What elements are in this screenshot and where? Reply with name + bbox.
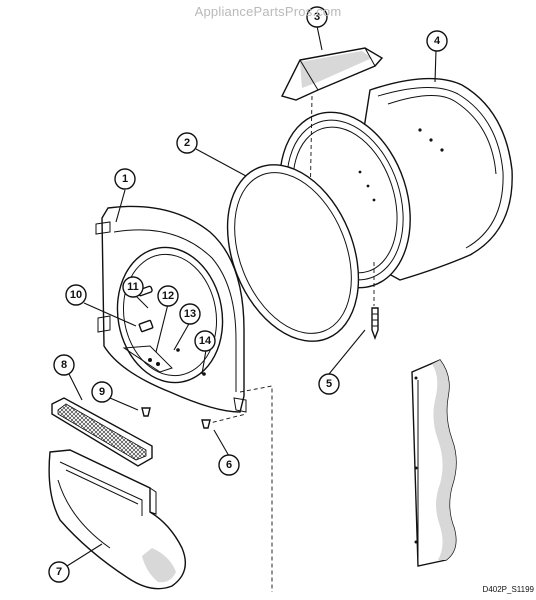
svg-text:6: 6 — [226, 459, 232, 471]
side-panel-part — [411, 359, 457, 567]
svg-text:2: 2 — [184, 137, 190, 149]
svg-text:13: 13 — [184, 308, 196, 320]
front-bulkhead-part — [95, 205, 247, 413]
svg-text:7: 7 — [56, 566, 62, 578]
callout-5: 5 — [318, 373, 340, 395]
lint-filter-part — [51, 397, 153, 467]
leader-lines — [66, 25, 437, 567]
drum-seal-part — [226, 164, 360, 342]
svg-text:5: 5 — [326, 378, 332, 390]
callout-2: 2 — [176, 132, 198, 154]
callout-12: 12 — [157, 285, 179, 307]
svg-text:4: 4 — [434, 35, 441, 47]
watermark-text: AppliancePartsPros.com — [194, 4, 342, 19]
screw-part — [141, 407, 211, 429]
svg-text:3: 3 — [314, 11, 320, 23]
svg-text:11: 11 — [127, 281, 139, 293]
bolt-part — [371, 307, 379, 340]
callout-3: 3 — [306, 6, 328, 28]
lint-duct-part — [48, 449, 186, 590]
callout-8: 8 — [53, 354, 75, 376]
baffle-part — [280, 47, 384, 101]
callout-10: 10 — [65, 284, 87, 306]
callout-1: 1 — [114, 168, 136, 190]
diagram-code: D402P_S1199 — [482, 585, 534, 594]
svg-text:12: 12 — [162, 290, 174, 302]
svg-text:1: 1 — [122, 173, 128, 185]
callout-4: 4 — [426, 30, 448, 52]
callout-7: 7 — [48, 561, 70, 583]
callout-11: 11 — [122, 276, 144, 298]
callout-14: 14 — [194, 330, 216, 352]
svg-text:9: 9 — [99, 386, 105, 398]
callout-6: 6 — [218, 454, 240, 476]
callout-9: 9 — [91, 381, 113, 403]
svg-text:8: 8 — [61, 359, 67, 371]
callout-13: 13 — [179, 303, 201, 325]
svg-text:14: 14 — [199, 335, 212, 347]
svg-text:10: 10 — [70, 289, 82, 301]
